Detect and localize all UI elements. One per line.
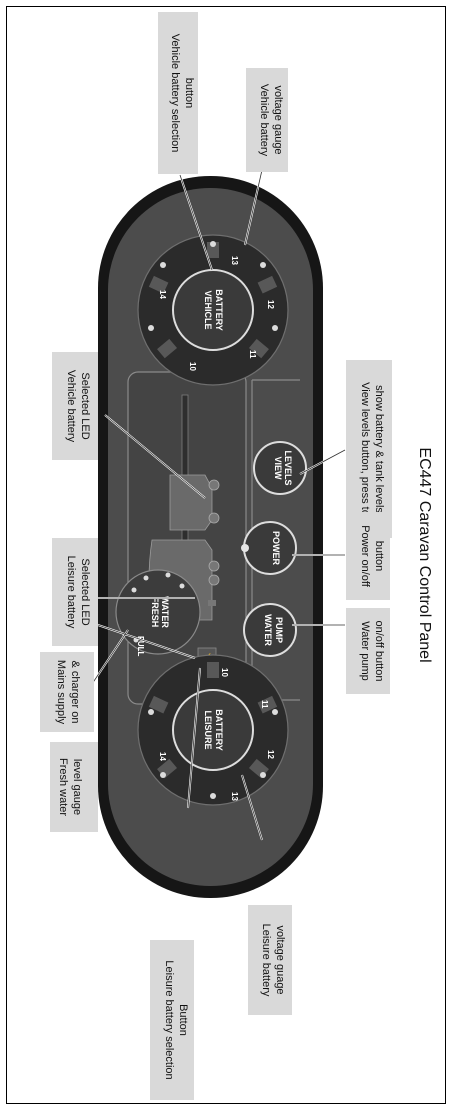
callout-mains: Mains supply & charger on — [40, 652, 94, 732]
callout-pump-line1: Water pump — [359, 621, 371, 681]
vehicle-button-label-1: VEHICLE — [203, 290, 213, 329]
callout-vehicle-selection: Vehicle battery selection button — [158, 12, 198, 174]
control-panel: ⚡ 14 13 12 11 10 VEH — [98, 176, 323, 898]
leisure-gauge-ticks — [148, 662, 278, 799]
vehicle-battery-button[interactable]: VEHICLE BATTERY — [172, 269, 254, 351]
pump-label-2: PUMP — [274, 617, 284, 643]
view-levels-button[interactable]: VIEW LEVELS — [253, 441, 307, 495]
fresh-water-label-1: FRESH — [150, 597, 160, 628]
callout-vehicle-led: Vehicle battery Selected LED — [52, 352, 98, 460]
callout-power-line2: button — [373, 541, 385, 572]
leisure-button-label-2: BATTERY — [214, 709, 224, 751]
power-label: POWER — [271, 531, 281, 566]
view-label-1: VIEW — [273, 456, 283, 480]
callout-fresh-line1: Fresh water — [57, 758, 69, 816]
fresh-full-label: FULL — [136, 636, 145, 657]
leisure-tick-14: 14 — [158, 752, 167, 761]
view-label-2: LEVELS — [283, 450, 293, 485]
vehicle-tick-11: 11 — [248, 350, 257, 359]
callout-fresh-line2: level gauge — [71, 759, 83, 815]
vehicle-tick-10: 10 — [188, 362, 197, 371]
callout-leisure-selection: Leisure battery selection Button — [150, 940, 194, 1100]
callout-vehicle-led-line2: Selected LED — [79, 372, 91, 439]
fresh-water-label-2: WATER — [160, 596, 170, 628]
leisure-button-label-1: LEISURE — [203, 710, 213, 749]
vehicle-gauge-ticks — [148, 241, 278, 359]
vehicle-tick-14: 14 — [158, 290, 167, 299]
power-led — [241, 544, 249, 552]
callout-mains-line2: & charger on — [69, 661, 81, 724]
callout-view-levels: View levels button, press to show batter… — [346, 360, 392, 538]
callout-vehicle-selection-line2: button — [183, 78, 195, 109]
fresh-water-gauge: FRESH WATER FULL — [115, 569, 201, 657]
vehicle-icon — [169, 474, 220, 531]
callout-leisure-led: Leisure battery Selected LED — [52, 538, 98, 646]
callout-view-line1: View levels button, press to — [359, 382, 371, 516]
callout-vehicle-gauge-line1: Vehicle battery — [258, 84, 270, 157]
leisure-tick-11: 11 — [260, 700, 269, 709]
callout-mains-line1: Mains supply — [55, 660, 67, 725]
callout-leisure-led-line2: Selected LED — [79, 558, 91, 625]
callout-pump-line2: on/off button — [373, 621, 385, 682]
callout-leisure-selection-line1: Leisure battery selection — [163, 960, 175, 1079]
power-button[interactable]: POWER — [241, 521, 297, 575]
callout-water-pump: Water pump on/off button — [346, 608, 390, 694]
callout-leisure-led-line1: Leisure battery — [65, 556, 77, 629]
callout-vehicle-selection-line1: Vehicle battery selection — [169, 34, 181, 153]
callout-leisure-gauge: Leisure battery voltage guage — [248, 905, 292, 1015]
pump-label-1: WATER — [263, 614, 273, 646]
callout-leisure-gauge-line1: Leisure battery — [260, 924, 272, 997]
leisure-tick-13: 13 — [230, 792, 239, 801]
callout-vehicle-gauge: Vehicle battery voltage gauge — [246, 68, 288, 172]
leisure-battery-button[interactable]: LEISURE BATTERY — [172, 689, 254, 771]
callout-fresh-water: Fresh water level gauge — [50, 742, 98, 832]
water-pump-button[interactable]: WATER PUMP — [243, 603, 297, 657]
figure-caption: EC447 Caravan Control Panel — [416, 447, 433, 662]
callout-power-line1: Power on/off — [359, 525, 371, 588]
vehicle-button-label-2: BATTERY — [214, 289, 224, 331]
vehicle-tick-12: 12 — [266, 300, 275, 309]
vehicle-tick-13: 13 — [230, 256, 239, 265]
leisure-tick-12: 12 — [266, 750, 275, 759]
callout-view-line2: show battery & tank levels — [373, 385, 385, 513]
callout-power: Power on/off button — [346, 512, 390, 600]
callout-vehicle-led-line1: Vehicle battery — [65, 370, 77, 443]
callout-leisure-selection-line2: Button — [177, 1004, 189, 1036]
leisure-tick-10: 10 — [220, 668, 229, 677]
callout-vehicle-gauge-line2: voltage gauge — [272, 85, 284, 154]
callout-leisure-gauge-line2: voltage guage — [274, 925, 286, 994]
